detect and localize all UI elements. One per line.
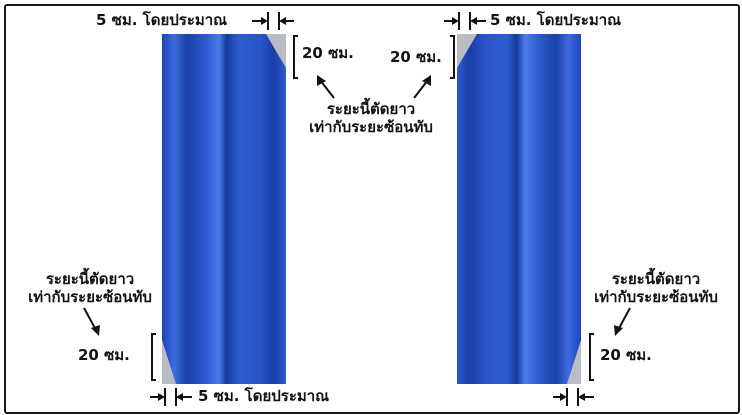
label-height-bottom-left: 20 ซม. (78, 346, 130, 364)
label-height-top-right: 20 ซม. (390, 48, 442, 66)
diagram-frame (4, 4, 740, 414)
label-height-bottom-right: 20 ซม. (600, 346, 652, 364)
label-height-top-left: 20 ซม. (302, 44, 354, 62)
label-width-top-left: 5 ซม. โดยประมาณ (96, 11, 228, 29)
sheet-body-right (457, 34, 581, 384)
roof-sheet-left (162, 34, 286, 384)
note-left: ระยะนี้ตัดยาว เท่ากับระยะซ้อนทับ (28, 270, 152, 306)
roof-sheet-right (457, 34, 581, 384)
sheet-body-left (162, 34, 286, 384)
label-width-top-right: 5 ซม. โดยประมาณ (490, 11, 622, 29)
note-right: ระยะนี้ตัดยาว เท่ากับระยะซ้อนทับ (594, 270, 718, 306)
note-center: ระยะนี้ตัดยาว เท่ากับระยะซ้อนทับ (309, 100, 433, 136)
label-width-bottom-left: 5 ซม. โดยประมาณ (198, 387, 330, 405)
